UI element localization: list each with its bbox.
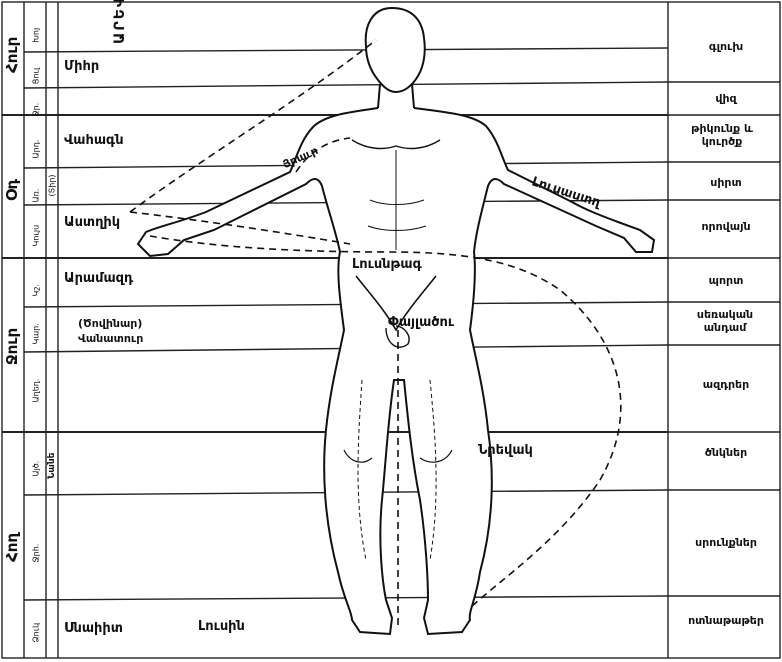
- label-vanatur: Վանատուր: [78, 333, 143, 346]
- body-part-navel: պորտ: [672, 274, 780, 287]
- nane-tag: Նանե: [47, 451, 57, 479]
- zodiac-tag: Կշ.: [32, 269, 41, 297]
- body-part-back-chest: թիկունք և կուրծք: [672, 122, 772, 148]
- label-aramazd: Արամազդ: [64, 272, 133, 287]
- element-fire: Հուր: [3, 37, 21, 73]
- label-genitals: Փայլածու: [388, 316, 454, 331]
- head: [366, 8, 425, 92]
- label-navel: Լուսնթագ: [352, 258, 422, 273]
- body-part-neck: վիզ: [672, 92, 780, 105]
- label-mihr: Միհր: [64, 60, 99, 75]
- zodiac-tag: Ջրհ.: [32, 535, 41, 563]
- element-water: Ջուր: [3, 325, 21, 365]
- zodiac-tag: Կույս: [32, 219, 41, 247]
- zodiac-tag: Ցուլ: [32, 57, 41, 85]
- label-foot: Լուսին: [198, 620, 245, 635]
- body-part-feet: ոտնաթաթեր: [672, 614, 780, 627]
- label-arev: ԱՐԵՎ: [112, 0, 128, 44]
- sirt-tag: (Տիր): [48, 173, 57, 197]
- label-vahagn: Վահագն: [64, 134, 124, 149]
- body-part-knees: ծնկներ: [672, 446, 780, 459]
- zodiac-tag: Աղեղ.: [32, 375, 41, 403]
- zodiac-tag: Արդ.: [32, 131, 41, 159]
- body-part-thighs: ազդրեր: [672, 378, 780, 391]
- label-tsovinar: (Ծովինար): [78, 318, 142, 331]
- label-astghik: Աստղիկ: [64, 216, 120, 231]
- body-part-genitals: սեռական անդամ: [680, 308, 770, 334]
- body-part-shins: սրունքներ: [672, 536, 780, 549]
- sign-divider: [24, 48, 668, 52]
- zodiac-tag: Առ.: [32, 175, 41, 203]
- body-part-belly: որովայն: [672, 220, 780, 233]
- zodiac-tag: Այծ.: [32, 449, 41, 477]
- zodiac-tag: Ջր.: [32, 89, 41, 117]
- sign-divider: [24, 82, 668, 88]
- label-sandaramet: Սնաիիտ: [64, 622, 123, 637]
- body-part-heart: սիրտ: [672, 176, 780, 189]
- label-knee: Նրեվակ: [478, 444, 533, 459]
- body-part-head: գլուխ: [672, 40, 780, 53]
- zodiac-tag: Խոյ: [32, 15, 41, 43]
- element-earth: Հող: [3, 526, 21, 562]
- zodiac-tag: Ձուկ: [32, 615, 41, 643]
- element-air: Օդ: [3, 169, 21, 201]
- zodiac-tag: Կար.: [32, 317, 41, 345]
